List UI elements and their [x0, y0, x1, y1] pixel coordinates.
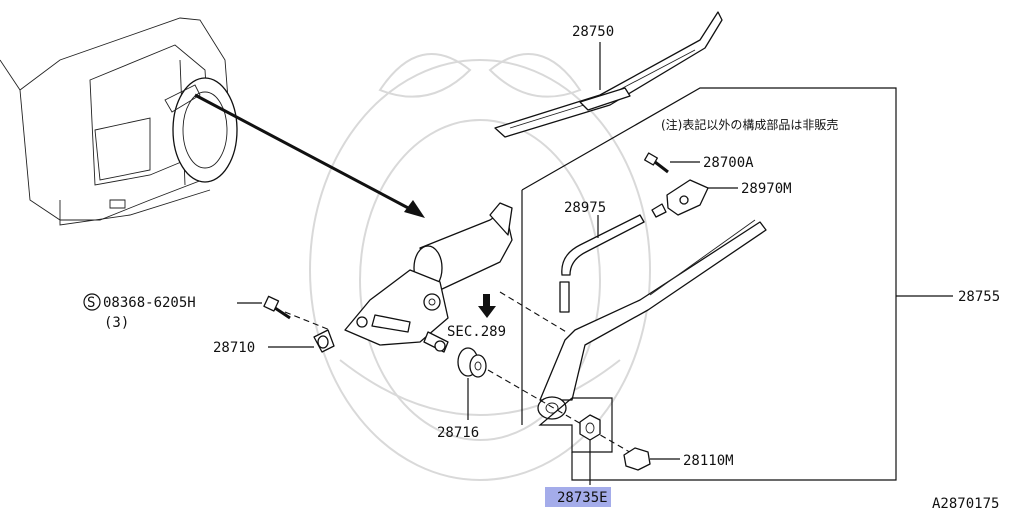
blade-rubber-illustration: [559, 214, 645, 313]
nut-illustration: [538, 397, 613, 485]
bolt-symbol: S: [87, 295, 95, 311]
arm-assembly-label: 28755: [958, 289, 1000, 305]
bolt-quantity: (3): [104, 315, 129, 331]
wiper-blade-label: 28750: [572, 24, 614, 40]
section-arrow: [478, 294, 496, 318]
diagram-code: A2870175: [932, 496, 999, 511]
nut-label-highlight: [545, 487, 611, 507]
grommet-illustration: [457, 347, 487, 420]
nut-label: 28735E: [557, 490, 608, 506]
screw-label: 28700A: [703, 155, 754, 171]
bolt-symbol-circle: [83, 293, 101, 311]
wiper-blade-illustration: [494, 11, 723, 138]
bolt-part-label: 08368-6205H: [103, 295, 196, 311]
parts-note: (注)表記以外の構成部品は非販売: [661, 117, 838, 132]
bushing-illustration: [268, 329, 335, 353]
bushing-label: 28710: [213, 340, 255, 356]
nozzle-label: 28970M: [741, 181, 792, 197]
vehicle-rear-illustration: [0, 17, 238, 226]
blade-rubber-label: 28975: [564, 200, 606, 216]
bolt-illustration: [237, 295, 291, 320]
assembly-dash-3: [284, 311, 331, 331]
wiper-motor-illustration: [344, 202, 513, 353]
grommet-label: 28716: [437, 425, 479, 441]
cap-illustration: [623, 447, 680, 471]
arm-assembly-box: [521, 87, 953, 481]
nozzle-illustration: [651, 179, 738, 218]
cap-label: 28110M: [683, 453, 734, 469]
screw-illustration: [644, 152, 700, 174]
pointer-arrow: [194, 93, 425, 218]
watermark-emblem: [309, 53, 651, 481]
assembly-dash-1: [499, 291, 569, 334]
section-reference: SEC.289: [447, 324, 506, 340]
